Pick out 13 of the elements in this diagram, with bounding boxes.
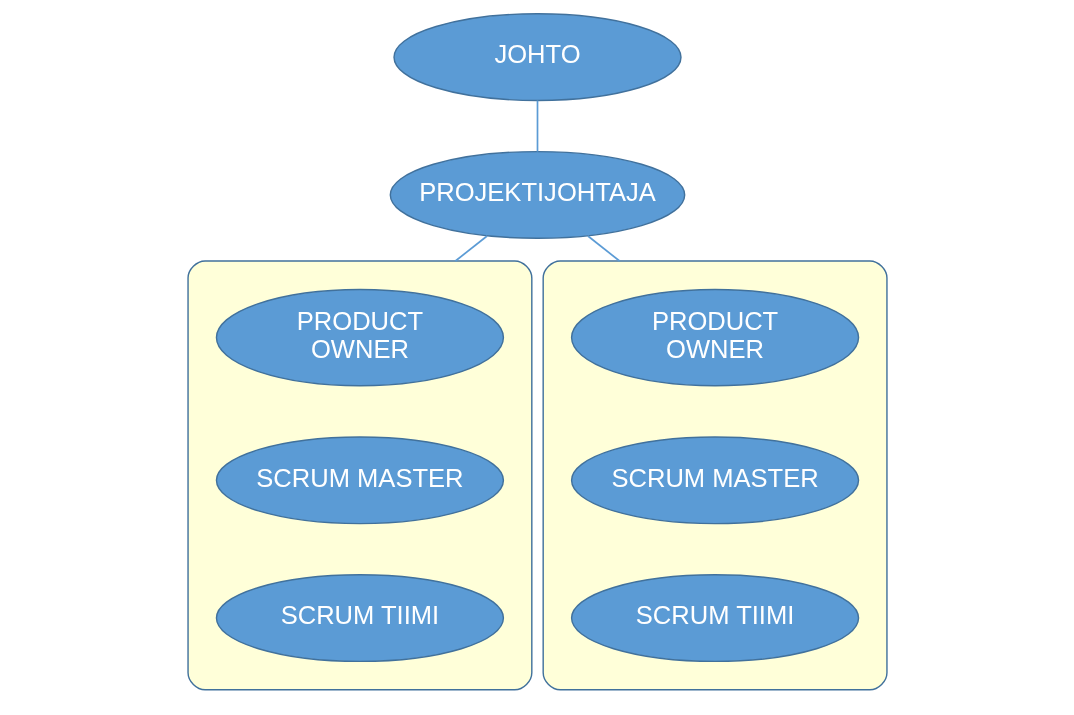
node-ellipse: SCRUM MASTER [570, 436, 859, 525]
connector [454, 235, 488, 262]
connector [536, 99, 538, 153]
node-ellipse: SCRUM TIIMI [215, 574, 504, 663]
node-ellipse: SCRUM MASTER [215, 436, 504, 525]
node-ellipse: PROJEKTIJOHTAJA [389, 150, 685, 239]
node-ellipse: PRODUCT OWNER [570, 288, 859, 387]
connector [586, 235, 620, 262]
node-ellipse: PRODUCT OWNER [215, 288, 504, 387]
node-ellipse: SCRUM TIIMI [570, 574, 859, 663]
node-ellipse: JOHTO [392, 13, 682, 102]
cluster [186, 260, 533, 691]
cluster [541, 260, 888, 691]
